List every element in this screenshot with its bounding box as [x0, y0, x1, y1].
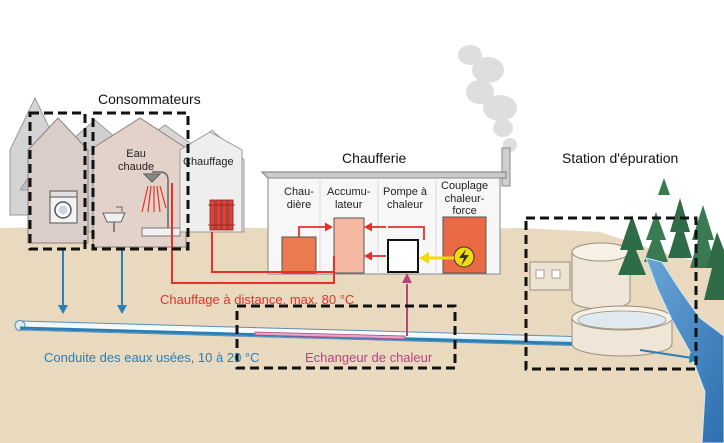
wastewater-drops	[62, 248, 123, 306]
lightning-icon	[453, 246, 475, 268]
accumulator-label: Accumu- lateur	[327, 186, 371, 211]
sink-icon	[102, 206, 126, 232]
boiler-unit	[281, 236, 317, 274]
boiler-house-arrowheads	[325, 222, 372, 261]
electricity-arrow	[419, 252, 454, 264]
smoke-icon	[458, 45, 517, 152]
heat-pump-unit	[387, 239, 419, 273]
treatment-plant-label: Station d'épuration	[562, 150, 679, 166]
chimney	[501, 147, 511, 187]
boiler-house-arrows	[298, 226, 425, 257]
outflow-arrow	[639, 349, 693, 359]
heat-exchanger-arrowhead	[402, 273, 412, 283]
highlight-treatment-plant	[524, 216, 698, 371]
boiler-house-label: Chaufferie	[342, 150, 407, 166]
treatment-plant	[529, 242, 673, 357]
accumulator-unit	[333, 217, 365, 274]
highlight-washing	[28, 111, 87, 251]
highlight-boxes	[28, 111, 698, 371]
highlight-hot-water	[91, 111, 190, 251]
heating-label: Chauffage	[183, 156, 234, 168]
radiator-icon	[208, 199, 235, 231]
shower-icon	[141, 171, 169, 228]
hot-water-label: Eau chaude	[118, 148, 155, 173]
boiler-label: Chau- dière	[284, 186, 314, 211]
wastewater-drop-arrowheads	[58, 305, 127, 314]
heat-exchanger-tube	[254, 331, 406, 340]
heat-exchanger-label: Echangeur de chaleur	[305, 350, 433, 365]
district-heating-label: Chauffage à distance, max. 80 °C	[160, 292, 355, 307]
consumers-label: Consommateurs	[98, 91, 201, 107]
river	[645, 257, 724, 443]
district-heating-pipe	[171, 183, 335, 284]
cogeneration-label: Couplage chaleur- force	[441, 180, 489, 218]
bathtub	[141, 227, 181, 237]
washing-machine-icon	[49, 190, 78, 224]
sewer-label: Conduite des eaux usées, 10 à 20 °C	[44, 350, 260, 365]
heat-pump-label: Pompe à chaleur	[383, 186, 428, 211]
